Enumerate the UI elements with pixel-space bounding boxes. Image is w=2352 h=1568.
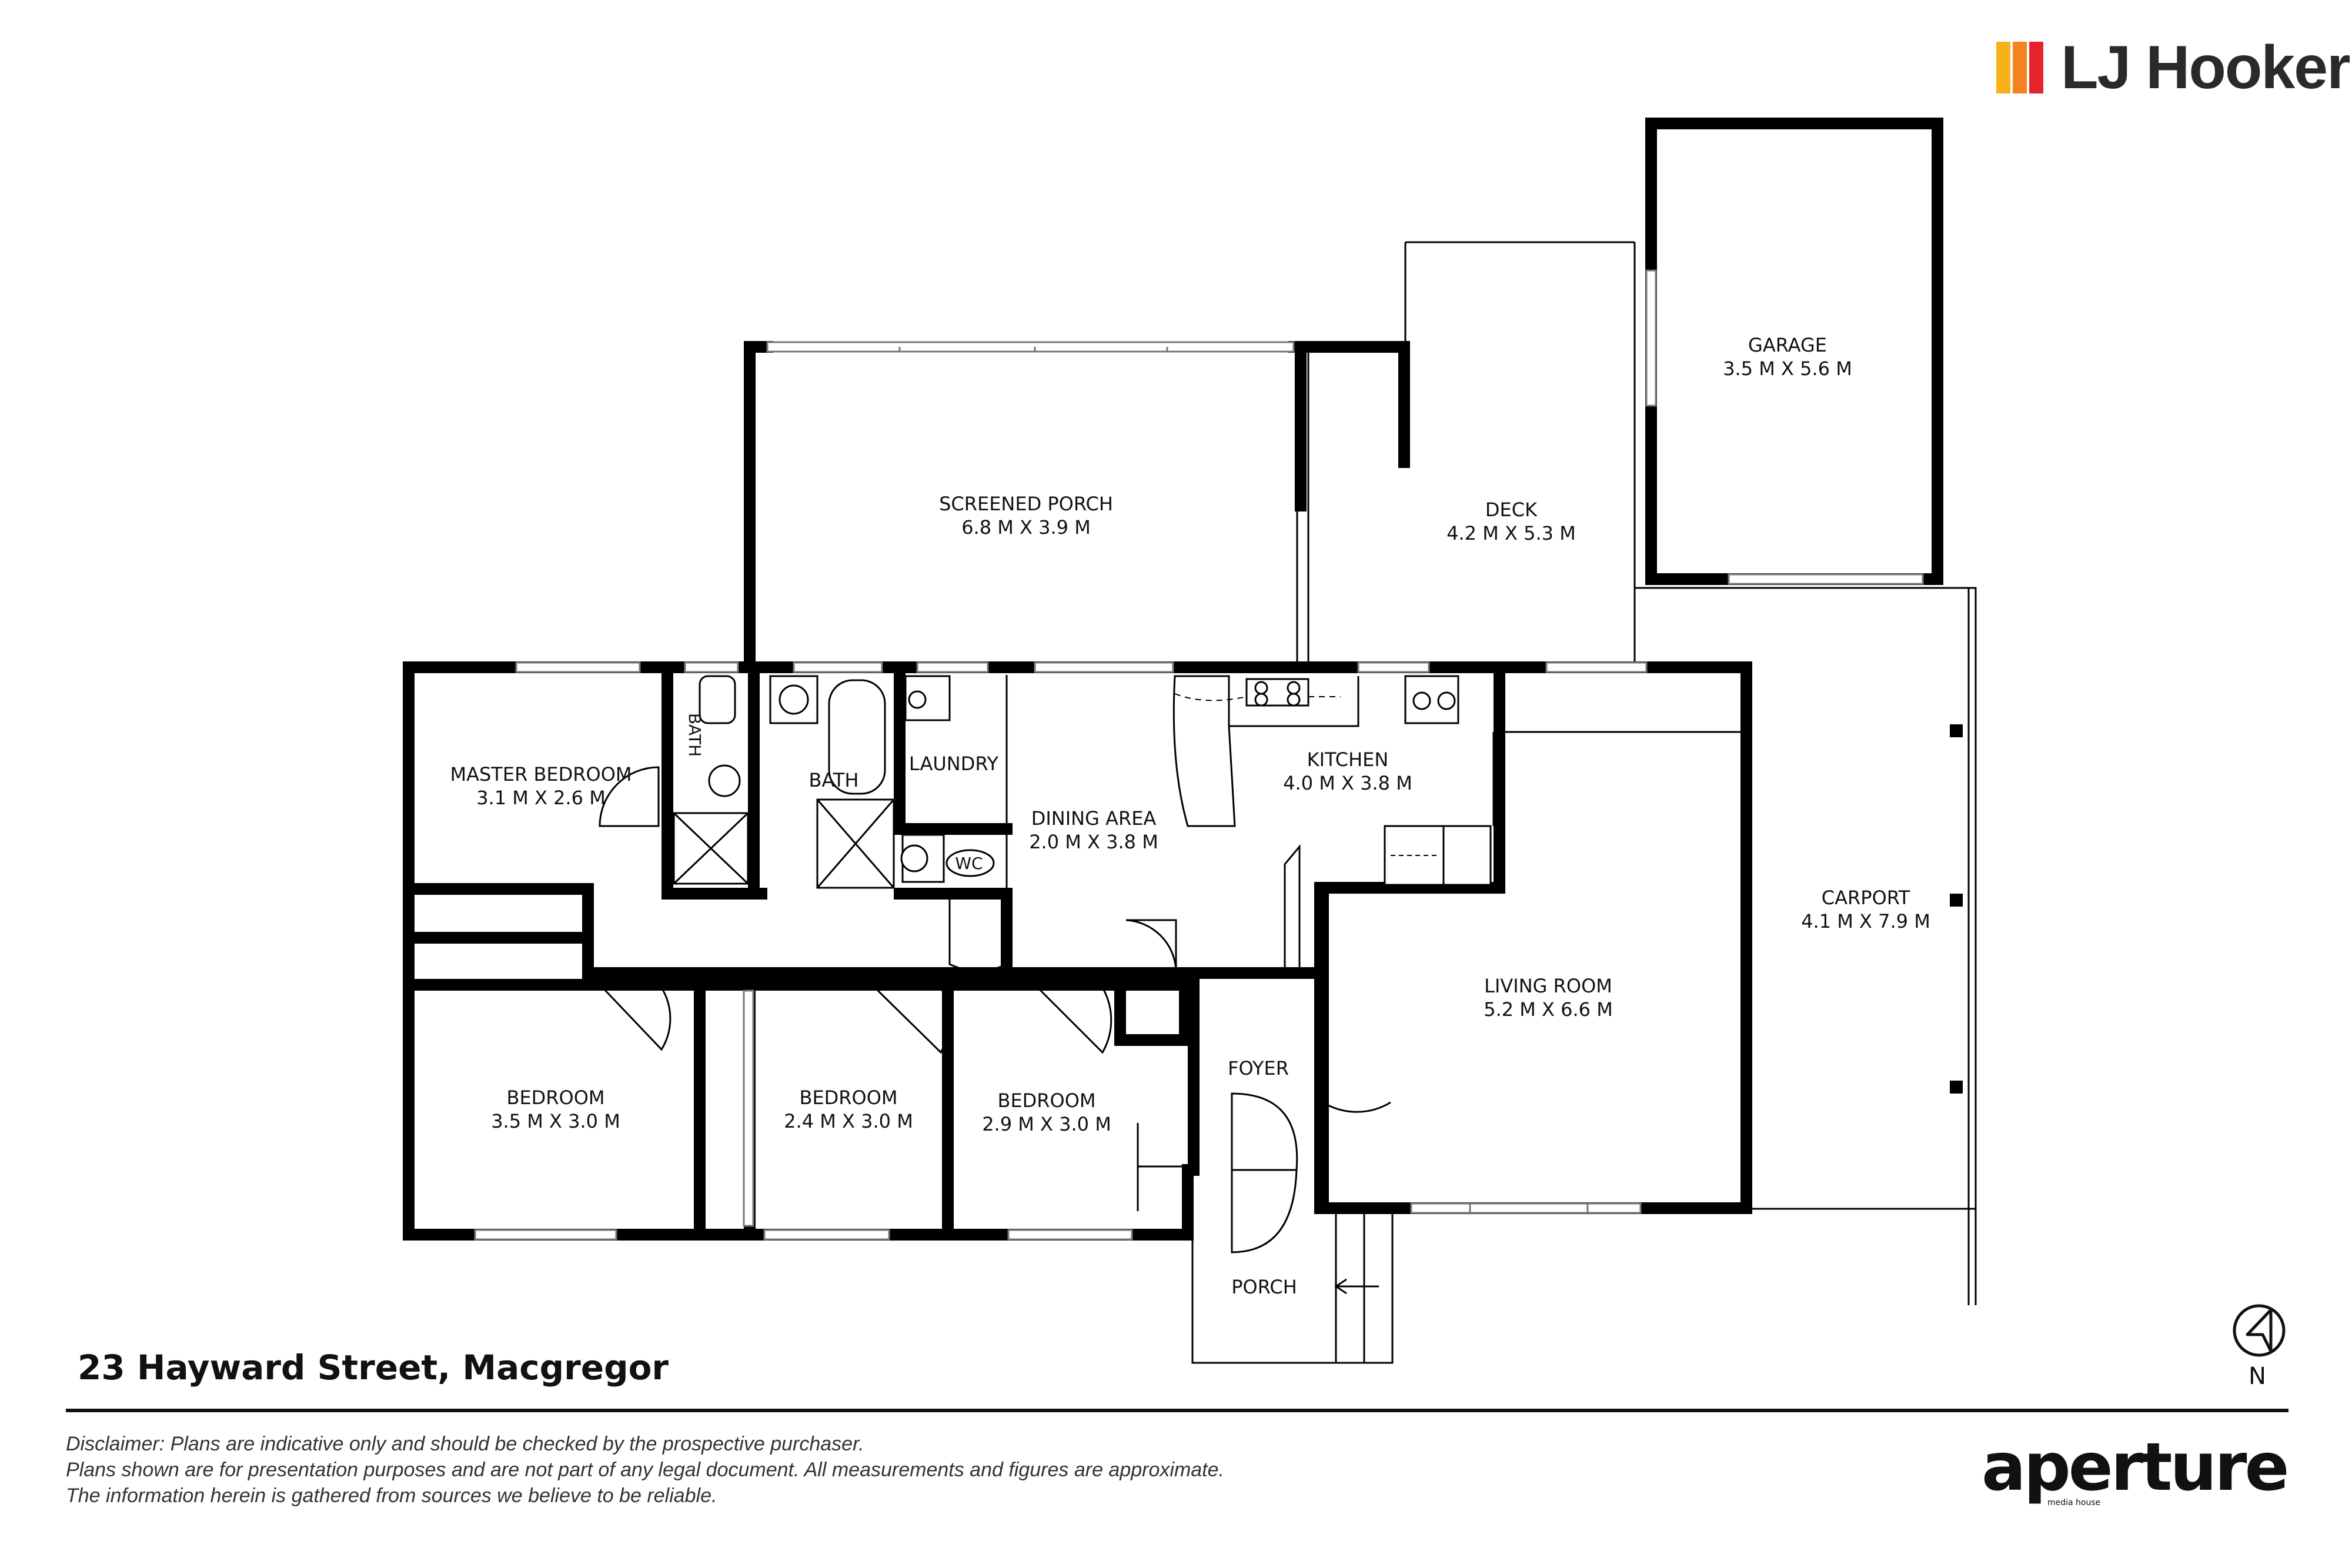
property-address: 23 Hayward Street, Macgregor bbox=[78, 1348, 669, 1388]
laundry-label: LAUNDRY bbox=[909, 753, 999, 775]
doors bbox=[599, 766, 1391, 1253]
room-dims-deck: 4.2 M X 5.3 M bbox=[1446, 522, 1576, 544]
disclaimer-line-1: Disclaimer: Plans are indicative only an… bbox=[66, 1431, 1536, 1457]
carport-posts bbox=[1950, 724, 1963, 1094]
room-name-garage: GARAGE bbox=[1748, 334, 1827, 356]
room-name-master-bedroom: MASTER BEDROOM bbox=[450, 763, 632, 785]
room-name-living-room: LIVING ROOM bbox=[1484, 975, 1612, 997]
disclaimer-line-3: The information herein is gathered from … bbox=[66, 1485, 717, 1507]
wc-label: WC bbox=[955, 854, 983, 873]
room-name-bedroom-2: BEDROOM bbox=[799, 1086, 897, 1109]
room-dims-carport: 4.1 M X 7.9 M bbox=[1801, 910, 1930, 932]
north-arrow-icon bbox=[2233, 1304, 2286, 1357]
room-name-bedroom-3: BEDROOM bbox=[997, 1089, 1095, 1112]
room-dims-living-room: 5.2 M X 6.6 M bbox=[1484, 998, 1613, 1021]
windows bbox=[474, 269, 1924, 1241]
aperture-logo: aperture media house bbox=[1982, 1429, 2289, 1507]
room-name-deck: DECK bbox=[1485, 499, 1538, 521]
bath-label: BATH bbox=[809, 769, 859, 791]
agency-name: LJ Hooker bbox=[2061, 34, 2351, 102]
room-dims-bedroom-3: 2.9 M X 3.0 M bbox=[982, 1113, 1111, 1135]
disclaimer-line-2: Plans shown are for presentation purpose… bbox=[66, 1459, 1224, 1481]
lj-hooker-bars-icon bbox=[1996, 42, 2046, 93]
outdoor-outlines bbox=[1005, 241, 1977, 1364]
disclaimer-label: Disclaimer: bbox=[66, 1433, 165, 1455]
room-dims-bedroom-1: 3.5 M X 3.0 M bbox=[491, 1110, 620, 1132]
room-dims-master-bedroom: 3.1 M X 2.6 M bbox=[476, 787, 606, 809]
disclaimer: Disclaimer: Plans are indicative only an… bbox=[66, 1431, 1536, 1509]
north-label: N bbox=[2249, 1363, 2266, 1390]
room-labels: GARAGE 3.5 M X 5.6 M SCREENED PORCH 6.8 … bbox=[450, 334, 1930, 1298]
room-name-kitchen: KITCHEN bbox=[1307, 748, 1389, 771]
walls bbox=[403, 118, 1943, 1241]
lj-hooker-logo: LJ Hooker bbox=[1996, 34, 2351, 102]
room-dims-garage: 3.5 M X 5.6 M bbox=[1723, 357, 1852, 380]
disclaimer-text-1: Plans are indicative only and should be … bbox=[170, 1433, 864, 1455]
fixtures bbox=[415, 675, 1492, 982]
ensuite-bath-label: BATH bbox=[685, 713, 704, 757]
foyer-label: FOYER bbox=[1228, 1057, 1289, 1079]
footer-divider bbox=[66, 1409, 2288, 1412]
room-dims-kitchen: 4.0 M X 3.8 M bbox=[1283, 772, 1412, 794]
room-dims-bedroom-2: 2.4 M X 3.0 M bbox=[784, 1110, 913, 1132]
aperture-wordmark: aperture bbox=[1982, 1429, 2289, 1506]
room-dims-dining-area: 2.0 M X 3.8 M bbox=[1029, 831, 1158, 853]
room-name-bedroom-1: BEDROOM bbox=[506, 1086, 604, 1109]
room-name-screened-porch: SCREENED PORCH bbox=[939, 493, 1113, 515]
porch-label: PORCH bbox=[1231, 1276, 1297, 1298]
room-name-carport: CARPORT bbox=[1822, 887, 1910, 909]
room-dims-screened-porch: 6.8 M X 3.9 M bbox=[961, 516, 1091, 539]
aperture-tagline: media house bbox=[2047, 1498, 2101, 1507]
room-name-dining-area: DINING AREA bbox=[1031, 807, 1157, 830]
